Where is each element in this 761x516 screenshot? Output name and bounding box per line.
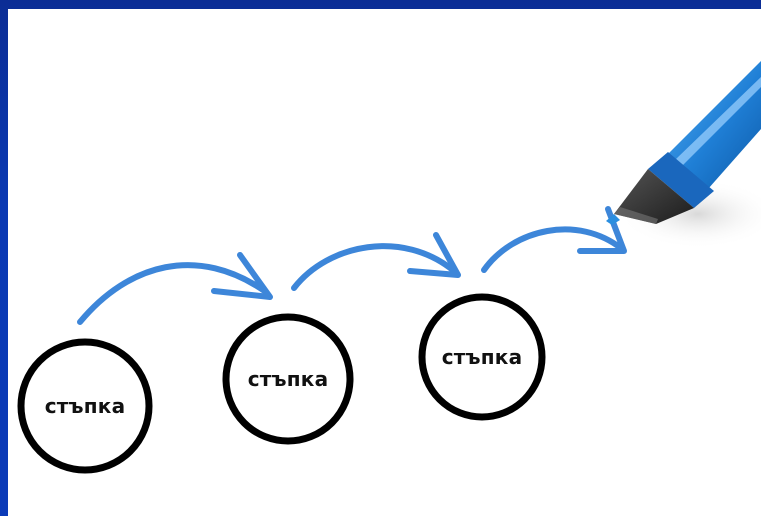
arrow-icon	[294, 235, 458, 288]
arrow-icon	[80, 255, 270, 322]
process-diagram	[8, 9, 761, 516]
arrow-icon	[484, 209, 624, 270]
arrows	[80, 209, 624, 322]
diagram-canvas: стъпка стъпка стъпка	[8, 9, 761, 516]
step-label: стъпка	[442, 345, 523, 369]
step-label: стъпка	[248, 367, 329, 391]
step-label: стъпка	[45, 394, 126, 418]
